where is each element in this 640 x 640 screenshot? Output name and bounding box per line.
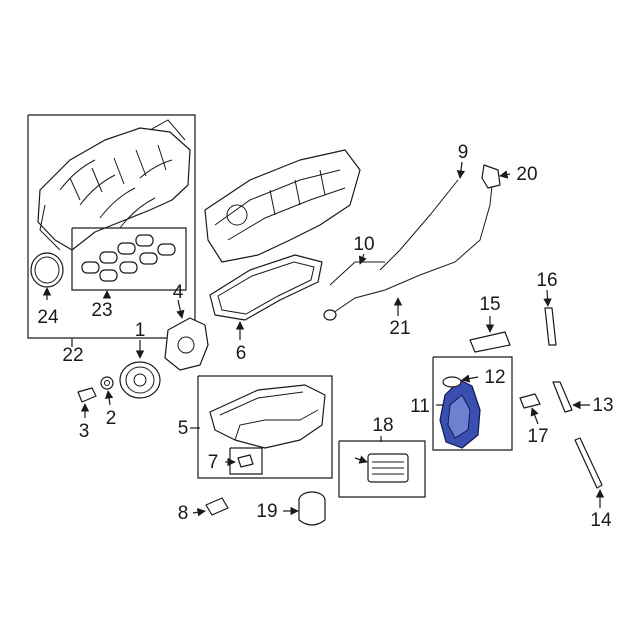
pcv-tube [323,184,493,321]
oil-pan-gasket [209,254,323,340]
callout-3: 3 [79,421,90,442]
engine-block [204,149,361,263]
callout-15: 15 [479,294,500,315]
bolt-16 [543,289,557,346]
callout-4: 4 [173,282,184,303]
callout-24: 24 [37,307,59,328]
dipstick-tube [329,161,466,286]
callout-18: 18 [372,415,393,436]
callout-9: 9 [458,142,469,163]
callout-1: 1 [135,320,146,341]
oil-sensor [192,497,229,517]
oil-pan-group [190,375,333,479]
camshaft-sensor [469,316,511,353]
crank-bolt [77,387,97,418]
callout-20: 20 [516,164,537,185]
callout-22: 22 [62,345,83,366]
timing-cover-group [432,356,513,451]
oil-filter [283,491,326,526]
callout-14: 14 [590,510,612,531]
gasket-set-box [71,227,187,291]
pressure-sensor [481,164,511,189]
stud-14 [574,437,605,508]
oil-cooler-group [338,436,426,498]
callout-12: 12 [484,367,505,388]
oil-pump [164,299,209,371]
intake-gaskets [81,234,176,282]
callout-8: 8 [178,503,189,524]
stud-13 [552,381,590,413]
intake-manifold-group [27,114,196,347]
washer [100,376,114,406]
callout-2: 2 [106,408,117,429]
callout-13: 13 [592,395,613,416]
callout-5: 5 [178,418,189,439]
intake-manifold [37,127,191,251]
callout-16: 16 [536,270,557,291]
o-ring [30,252,64,288]
callout-17: 17 [527,426,548,447]
callout-19: 19 [256,501,277,522]
crankshaft-pulley [119,340,161,399]
callout-7: 7 [208,452,219,473]
callout-23: 23 [91,300,112,321]
callout-21: 21 [389,318,410,339]
callout-11: 11 [410,396,430,417]
callout-6: 6 [236,343,247,364]
callout-10: 10 [353,234,374,255]
knock-sensor [519,393,541,425]
